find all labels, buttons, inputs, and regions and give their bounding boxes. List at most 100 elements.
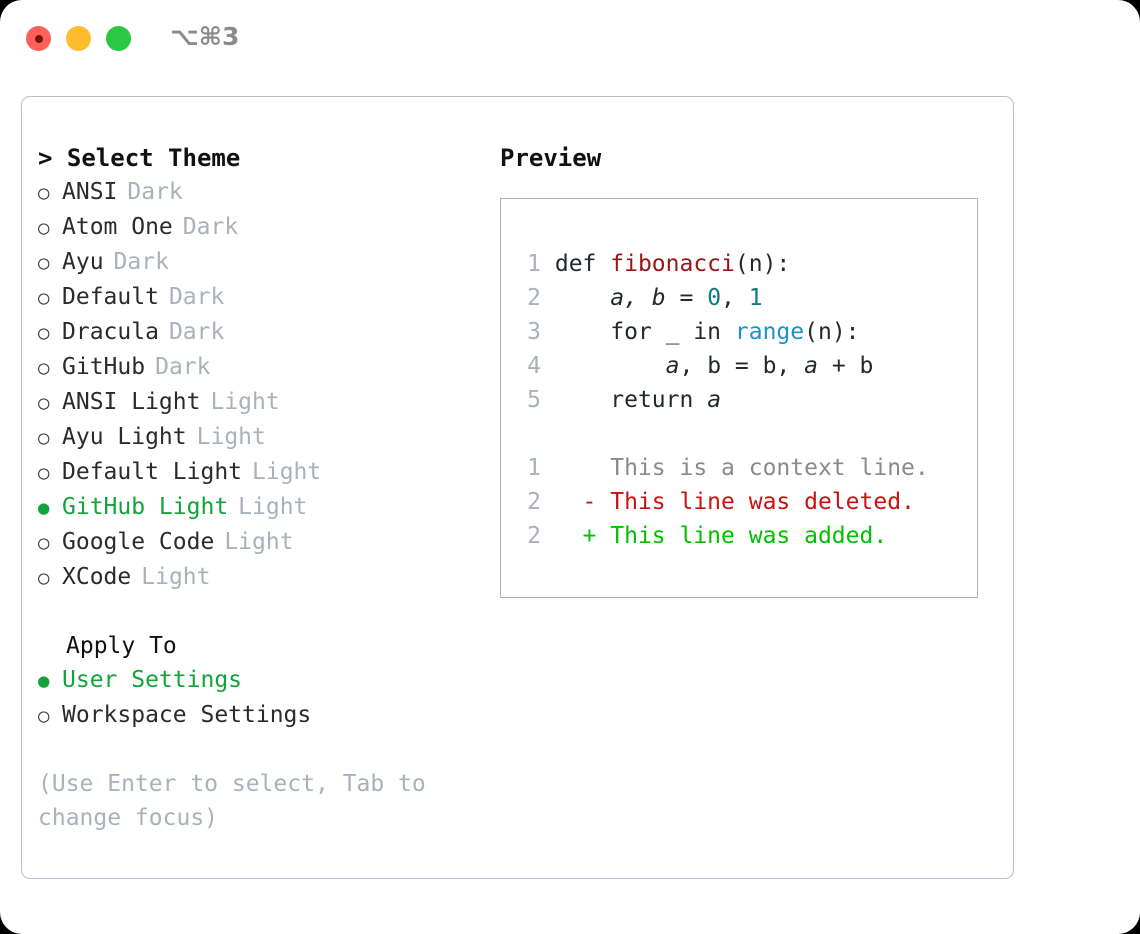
apply-to-list[interactable]: ● User Settings ○Workspace Settings: [38, 663, 468, 733]
diff-sample: 1 This is a context line.2 - This line w…: [521, 451, 977, 553]
theme-name: GitHub Light: [62, 494, 229, 520]
radio-unselected-icon[interactable]: ○: [38, 427, 50, 449]
radio-unselected-icon[interactable]: ○: [38, 567, 50, 589]
radio-unselected-icon[interactable]: ○: [38, 392, 50, 414]
radio-unselected-icon[interactable]: ○: [38, 322, 50, 344]
code-token: 0: [707, 285, 722, 311]
diff-text: This line was added.: [610, 523, 888, 549]
close-button[interactable]: [26, 26, 51, 51]
code-token: ,: [721, 285, 749, 311]
theme-category: Dark: [168, 319, 225, 345]
code-token: =: [665, 285, 708, 311]
theme-option-row[interactable]: ○ ANSI Dark: [38, 175, 468, 210]
diff-marker: +: [541, 523, 611, 549]
code-token: range: [734, 319, 805, 345]
radio-unselected-icon[interactable]: ○: [38, 252, 50, 274]
theme-category: Dark: [168, 284, 225, 310]
code-line-number: 2: [527, 285, 541, 311]
apply-to-option-row[interactable]: ● User Settings: [38, 663, 468, 698]
code-line: 4 a, b = b, a + b: [521, 349, 977, 383]
theme-option-row[interactable]: ○ Ayu Dark: [38, 245, 468, 280]
radio-unselected-icon[interactable]: ○: [38, 182, 50, 204]
window-controls: [26, 26, 131, 51]
maximize-button[interactable]: [106, 26, 131, 51]
keyboard-hint-text: (Use Enter to select, Tab to change focu…: [38, 771, 426, 831]
code-token: def: [554, 251, 611, 277]
code-token: (n):: [734, 251, 791, 277]
theme-name: Ayu: [62, 249, 104, 275]
theme-category: Dark: [182, 214, 239, 240]
apply-to-heading: Apply To: [66, 633, 177, 659]
hint-spacer: [38, 733, 468, 767]
theme-option-row[interactable]: ○ Ayu Light Light: [38, 420, 468, 455]
code-token: a: [665, 353, 680, 379]
theme-option-row[interactable]: ○ Google Code Light: [38, 525, 468, 560]
theme-name: Ayu Light: [62, 424, 187, 450]
code-diff-gap: [521, 417, 977, 451]
apply-to-option-row[interactable]: ○Workspace Settings: [38, 698, 468, 733]
theme-category: Light: [196, 424, 266, 450]
theme-name: Google Code: [62, 529, 215, 555]
code-line-number: 1: [527, 251, 541, 277]
code-token: for _ in: [554, 319, 735, 345]
keyboard-shortcut-label: ⌥⌘3: [170, 22, 240, 51]
select-theme-heading: > Select Theme: [38, 144, 241, 172]
theme-name: ANSI: [62, 179, 118, 205]
diff-line-number: 2: [527, 489, 541, 515]
code-token: a: [707, 387, 722, 413]
diff-text: This is a context line.: [610, 455, 929, 481]
theme-option-row[interactable]: ○ Default Light Light: [38, 455, 468, 490]
apply-to-name: User Settings: [62, 667, 243, 693]
code-token: (n):: [804, 319, 860, 345]
theme-category: Dark: [113, 249, 169, 275]
diff-marker: [541, 455, 610, 481]
minimize-button[interactable]: [66, 26, 91, 51]
radio-unselected-icon[interactable]: ○: [38, 217, 50, 239]
code-token: a: [804, 353, 818, 379]
theme-name: Default Light: [62, 459, 243, 485]
radio-unselected-icon[interactable]: ○: [38, 462, 50, 484]
code-line-number: 5: [527, 387, 541, 413]
code-token: [555, 285, 610, 311]
title-bar: ⌥⌘3: [0, 0, 1140, 78]
code-line-number: 4: [527, 353, 541, 379]
radio-selected-icon[interactable]: ●: [38, 497, 50, 519]
theme-name: Dracula: [62, 319, 159, 345]
theme-name: XCode: [62, 564, 132, 590]
code-line-number: 3: [527, 319, 541, 345]
radio-unselected-icon[interactable]: ○: [38, 287, 50, 309]
code-token: a, b: [610, 285, 666, 311]
radio-selected-icon[interactable]: ●: [38, 670, 50, 692]
theme-category: Light: [238, 494, 308, 520]
radio-unselected-icon[interactable]: ○: [38, 532, 50, 554]
theme-category: Light: [252, 459, 322, 485]
theme-category: Light: [210, 389, 280, 415]
diff-line: 1 This is a context line.: [521, 451, 977, 485]
code-token: + b: [817, 353, 874, 379]
code-line: 1 def fibonacci(n):: [521, 247, 977, 281]
radio-unselected-icon[interactable]: ○: [38, 357, 50, 379]
theme-category: Dark: [127, 179, 183, 205]
theme-category: Light: [224, 529, 294, 555]
diff-line: 2 + This line was added.: [521, 519, 977, 553]
diff-text: This line was deleted.: [610, 489, 915, 515]
preview-column: Preview 1 def fibonacci(n):2 a, b = 0, 1…: [500, 141, 990, 598]
code-line: 3 for _ in range(n):: [521, 315, 977, 349]
radio-unselected-icon[interactable]: ○: [38, 705, 50, 727]
code-line: 2 a, b = 0, 1: [521, 281, 977, 315]
theme-option-row[interactable]: ● GitHub Light Light: [38, 490, 468, 525]
preview-title: Preview: [500, 144, 602, 172]
code-token: , b = b,: [679, 353, 805, 379]
theme-option-row[interactable]: ○ Dracula Dark: [38, 315, 468, 350]
